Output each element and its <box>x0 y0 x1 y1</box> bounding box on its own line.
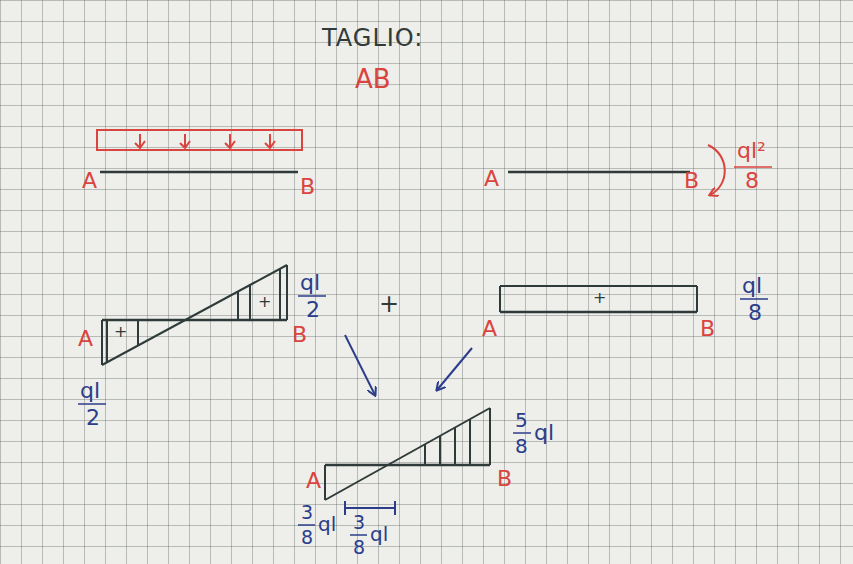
moment-value: 8 <box>745 170 759 192</box>
plus-sign: + <box>379 292 399 316</box>
shear-diagram-left <box>102 265 287 365</box>
distributed-load <box>97 130 302 150</box>
shear-value: 8 <box>301 528 313 547</box>
dimension-value: 8 <box>353 538 365 557</box>
point-label: B <box>300 176 315 198</box>
shear-value: ql <box>300 272 320 294</box>
point-label: B <box>497 468 512 490</box>
sum-arrows <box>345 335 472 395</box>
point-label: B <box>292 324 307 346</box>
point-label: B <box>700 318 715 340</box>
point-label: A <box>306 470 321 492</box>
shear-value: ql <box>80 380 100 402</box>
dimension-value: ql <box>370 524 388 544</box>
title: TAGLIO: <box>322 26 423 50</box>
point-label: A <box>78 328 93 350</box>
shear-diagram-result <box>325 408 490 500</box>
moment-arrow <box>708 145 725 195</box>
point-label: B <box>684 170 699 192</box>
sign-mark: + <box>593 290 606 306</box>
moment-value: ql² <box>737 140 766 162</box>
beam-lines <box>100 171 690 174</box>
point-label: A <box>82 170 97 192</box>
sign-mark: + <box>114 324 127 340</box>
shear-value: ql <box>742 275 762 297</box>
point-label: A <box>482 318 497 340</box>
shear-value: 3 <box>301 503 313 522</box>
fraction-bars <box>734 166 772 168</box>
shear-value: ql <box>534 422 554 444</box>
section-name: AB <box>355 66 391 92</box>
fraction-bars <box>78 296 768 535</box>
shear-diagram-right <box>500 286 697 312</box>
shear-value: 2 <box>306 299 320 321</box>
shear-value: 8 <box>748 302 762 324</box>
shear-value: ql <box>318 514 336 534</box>
sign-mark: + <box>258 294 271 310</box>
shear-value: 8 <box>515 436 528 456</box>
shear-value: 5 <box>515 410 528 430</box>
dimension-value: 3 <box>353 513 365 532</box>
dimension-line <box>345 501 395 515</box>
point-label: A <box>484 168 499 190</box>
shear-value: 2 <box>86 407 100 429</box>
